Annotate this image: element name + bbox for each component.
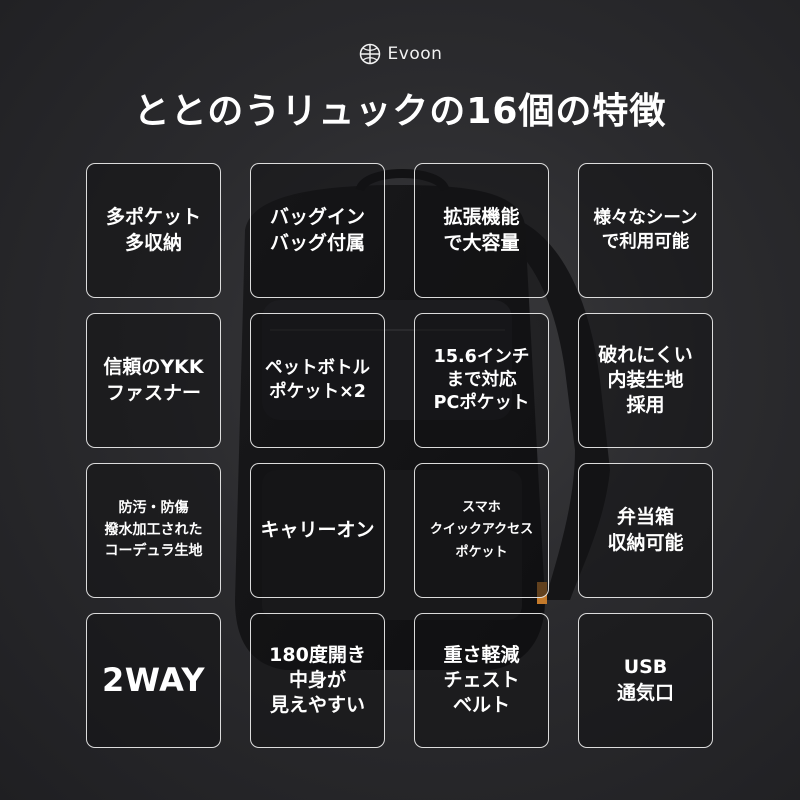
feature-card: 信頼のYKK ファスナー	[86, 313, 221, 448]
page-title: ととのうリュックの16個の特徴	[133, 91, 667, 132]
feature-label: バッグイン バッグ付属	[269, 206, 365, 254]
feature-card: USB 通気口	[578, 613, 713, 748]
feature-card: 防汚・防傷 撥水加工された コーデュラ生地	[86, 463, 221, 598]
feature-label: USB 通気口	[616, 656, 674, 704]
feature-card: スマホ クイックアクセス ポケット	[414, 463, 549, 598]
feature-label: ペットボトル ポケット×2	[265, 358, 370, 402]
feature-label: 180度開き 中身が 見えやすい	[269, 643, 366, 717]
feature-label: 防汚・防傷 撥水加工された コーデュラ生地	[104, 499, 203, 560]
brand-name: Evoon	[387, 44, 443, 64]
feature-label: 多ポケット 多収納	[105, 206, 201, 254]
feature-card: 破れにくい 内装生地 採用	[578, 313, 713, 448]
feature-card: 15.6インチ まで対応 PCポケット	[414, 313, 549, 448]
feature-card: 拡張機能 で大容量	[414, 163, 549, 298]
feature-card: 様々なシーン で利用可能	[578, 163, 713, 298]
feature-card: 重さ軽減 チェスト ベルト	[414, 613, 549, 748]
feature-label: 拡張機能 で大容量	[443, 206, 520, 254]
feature-card: 弁当箱 収納可能	[578, 463, 713, 598]
feature-label: キャリーオン	[260, 518, 375, 541]
feature-label: 15.6インチ まで対応 PCポケット	[433, 346, 530, 414]
feature-card: 180度開き 中身が 見えやすい	[250, 613, 385, 748]
feature-card: キャリーオン	[250, 463, 385, 598]
feature-label: スマホ クイックアクセス ポケット	[429, 500, 534, 560]
feature-grid: 多ポケット 多収納 バッグイン バッグ付属 拡張機能 で大容量 様々なシーン で…	[86, 163, 715, 753]
feature-label: 様々なシーン で利用可能	[593, 208, 698, 252]
feature-card: バッグイン バッグ付属	[250, 163, 385, 298]
feature-card: 多ポケット 多収納	[86, 163, 221, 298]
brand-logo: Evoon	[0, 42, 800, 66]
feature-label: 2WAY	[102, 661, 205, 700]
feature-label: 破れにくい 内装生地 採用	[598, 343, 693, 417]
feature-label: 信頼のYKK ファスナー	[103, 356, 204, 404]
header: Evoon ととのうリュックの16個の特徴	[0, 0, 800, 150]
globe-plus-icon	[359, 43, 380, 65]
feature-label: 弁当箱 収納可能	[607, 506, 684, 554]
feature-card: 2WAY	[86, 613, 221, 748]
feature-label: 重さ軽減 チェスト ベルト	[443, 643, 520, 717]
feature-card: ペットボトル ポケット×2	[250, 313, 385, 448]
